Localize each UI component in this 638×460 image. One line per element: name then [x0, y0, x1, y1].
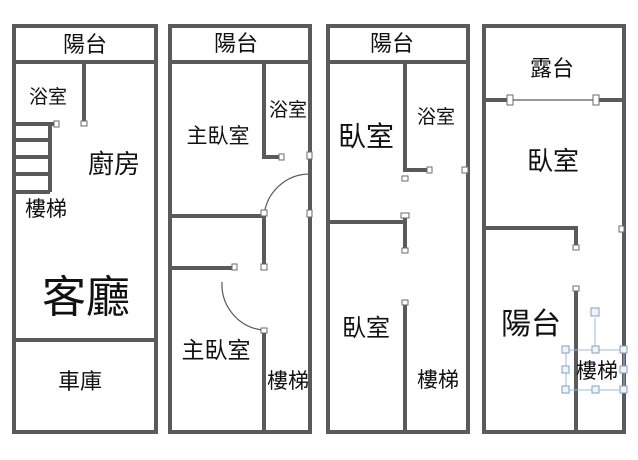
floor-3-bedroom-a-label: 臥室 — [338, 120, 394, 153]
floor-1-plan: 陽台 浴室 廚房 樓梯 客廳 車庫 — [12, 24, 158, 434]
floor-3-bathroom-label: 浴室 — [417, 106, 455, 128]
resize-handle[interactable] — [619, 365, 628, 374]
floor-2-master-bedroom-b-label: 主臥室 — [182, 338, 251, 364]
resize-handle[interactable] — [619, 385, 628, 394]
door-stop-icon — [260, 209, 268, 217]
floor-4-terrace-label: 露台 — [530, 57, 574, 82]
door-stop-icon — [400, 212, 410, 219]
floor-1-bathroom-label: 浴室 — [29, 86, 67, 108]
floor-3-bedroom-b-label: 臥室 — [342, 314, 390, 342]
resize-handle[interactable] — [619, 345, 628, 354]
floor-2-bath-wall — [262, 62, 282, 159]
floor-4-bedroom-wall — [484, 226, 578, 247]
floor-1-balcony-label: 陽台 — [63, 33, 107, 58]
floor-4-bedroom-label: 臥室 — [527, 147, 579, 177]
floor-4-stairs-label[interactable]: 樓梯 — [576, 359, 618, 383]
door-stop-icon — [53, 120, 60, 128]
floor-3-stairs-label: 樓梯 — [417, 368, 459, 392]
door-stop-icon — [231, 263, 238, 271]
door-stop-icon — [401, 299, 409, 306]
door-stop-icon — [260, 327, 268, 334]
floor-2-balcony-label: 陽台 — [214, 32, 258, 57]
floor-1-garage-label: 車庫 — [58, 370, 102, 395]
resize-handle[interactable] — [561, 365, 570, 374]
door-stop-icon — [572, 285, 580, 292]
door-swing-icon — [263, 173, 311, 217]
floor-3-plan: 陽台 臥室 浴室 臥室 樓梯 — [326, 24, 470, 434]
floor-1-stairs-label: 樓梯 — [25, 197, 67, 221]
door-stop-icon — [506, 94, 514, 106]
door-stop-icon — [401, 247, 409, 254]
floor-2-master-bedroom-a-label: 主臥室 — [187, 124, 250, 148]
resize-handle[interactable] — [561, 385, 570, 394]
door-stop-icon — [80, 120, 88, 127]
selection-handles[interactable] — [561, 307, 628, 394]
floor-2-outline — [168, 24, 312, 434]
floor-2-plan: 陽台 主臥室 浴室 主臥室 樓梯 — [168, 24, 313, 434]
floor-3-bath-wall — [403, 62, 430, 172]
floor-1-kitchen-label: 廚房 — [88, 150, 140, 180]
door-stop-icon — [426, 166, 433, 174]
door-stop-icon — [306, 151, 313, 160]
resize-handle[interactable] — [591, 385, 600, 394]
floor-4-balcony-label: 陽台 — [501, 307, 561, 342]
door-swing-icon — [221, 281, 263, 331]
door-stop-icon — [461, 166, 469, 174]
rotate-handle[interactable] — [590, 307, 600, 317]
resize-handle[interactable] — [591, 345, 600, 354]
floor-3-balcony-label: 陽台 — [370, 32, 414, 57]
door-stop-icon — [260, 263, 268, 271]
floor-1-stair-treads — [14, 124, 52, 194]
floor-4-plan: 露台 臥室 陽台 樓梯 — [482, 24, 628, 434]
floor-1-living-room-label: 客廳 — [42, 272, 130, 323]
door-stop-icon — [278, 153, 285, 161]
door-stop-icon — [306, 209, 313, 218]
door-stop-icon — [401, 175, 409, 182]
floor-2-stairs-label: 樓梯 — [267, 369, 309, 393]
door-stop-icon — [572, 244, 580, 251]
resize-handle[interactable] — [561, 345, 570, 354]
floor-2-bathroom-label: 浴室 — [269, 99, 307, 121]
door-stop-icon — [592, 94, 600, 106]
door-stop-icon — [618, 225, 625, 233]
floor-3-outline — [326, 24, 470, 434]
